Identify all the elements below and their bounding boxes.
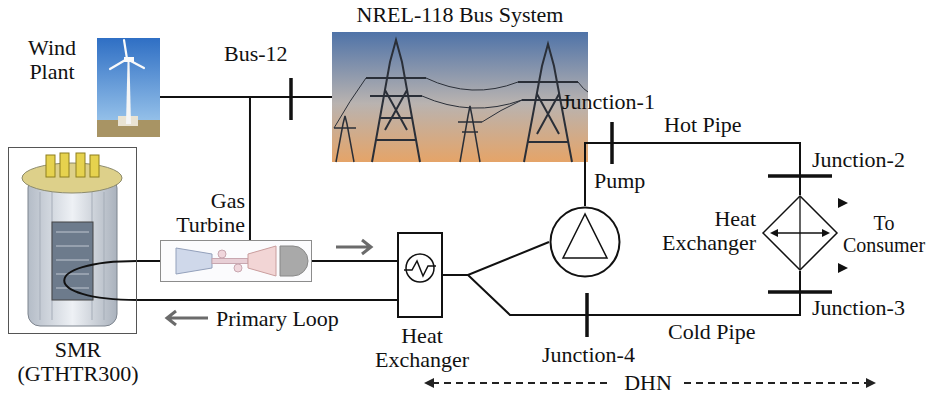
vessel-head [22, 163, 122, 193]
turbine-blades [110, 40, 144, 69]
combustor [234, 264, 242, 272]
turbine-stage [248, 246, 276, 276]
reactor-core [52, 222, 93, 300]
pipe-label: Hot Pipe [664, 113, 742, 137]
compressor [176, 248, 212, 274]
heat-exchanger-node: Heat Exchanger [397, 232, 443, 318]
exhaust [280, 246, 308, 276]
sky [97, 38, 160, 137]
primary-loop-bend [64, 261, 137, 300]
dusk-sky [332, 32, 588, 162]
diamond-outline [762, 195, 838, 271]
exchanger-diamond [763, 196, 837, 270]
node-caption: Wind Plant [12, 36, 92, 84]
dashed-arrow [432, 382, 612, 384]
junction-ticks [291, 78, 832, 337]
pipe-connector [443, 242, 549, 275]
gas-turbine-node: Gas Turbine [160, 240, 312, 282]
pipe-connector [137, 260, 160, 262]
loop-label: Primary Loop [216, 307, 339, 331]
arrow-head [866, 378, 876, 388]
pipe-connector [312, 260, 397, 262]
photo-ground [9, 148, 136, 333]
connectors [137, 97, 800, 315]
gas-turbine-illustration [161, 241, 311, 281]
pump-circle [551, 208, 620, 277]
junction-label: Junction-3 [812, 296, 905, 320]
core-blocks [56, 232, 89, 288]
vessel-ribs [40, 192, 104, 320]
node-caption: Gas Turbine [161, 189, 245, 237]
shaft [212, 259, 248, 264]
node-caption: NREL-118 Bus System [310, 3, 610, 27]
heat-exchanger-symbol [404, 254, 436, 282]
pump-triangle [563, 214, 607, 258]
power-grid-photo [332, 32, 588, 162]
pump-node: Pump [549, 206, 621, 278]
node-caption: Heat Exchanger [654, 207, 756, 255]
bus-label: Bus-12 [224, 42, 288, 66]
junction-label: Junction-1 [562, 90, 655, 114]
consumer-label: To Consumer [842, 212, 926, 256]
double-arrow-shaft [776, 232, 824, 233]
junction-label: Junction-4 [542, 343, 635, 367]
wind-plant-node: Wind Plant [97, 38, 160, 137]
power-wires [334, 78, 588, 128]
consumer-exchanger-node: Heat Exchanger [762, 195, 838, 271]
control-rod-nozzle [76, 153, 85, 177]
turbine-tower [126, 62, 131, 124]
junction-label: Junction-2 [812, 148, 905, 172]
exchanger-coil [404, 261, 436, 276]
smr-reactor-illustration [9, 148, 136, 333]
pipe-label: Cold Pipe [668, 320, 755, 344]
pipe-connector [585, 143, 800, 206]
node-caption: Pump [594, 169, 645, 193]
pipe-connector [137, 299, 397, 301]
bus-system-node: NREL-118 Bus System [332, 32, 588, 162]
reactor-vessel [28, 176, 117, 326]
node-caption: Heat Exchanger [362, 324, 482, 372]
pipe-connector [443, 271, 800, 315]
pylon [366, 40, 426, 162]
consumer-arrow-head [838, 263, 848, 273]
pylon [458, 106, 482, 162]
dashed-arrow [684, 382, 868, 384]
flow-arrow [336, 240, 371, 254]
circle-outline [549, 206, 621, 278]
turbine-ground [161, 241, 311, 281]
arrow-head [822, 229, 830, 237]
combustor [218, 250, 226, 258]
consumer-arrow-head [838, 198, 848, 208]
control-rod-nozzle [90, 155, 99, 177]
wind-plant-photo [97, 38, 160, 137]
flow-arrow [167, 311, 208, 325]
network-label: DHN [622, 371, 674, 395]
control-rod-nozzle [46, 155, 55, 177]
control-rod-nozzle [60, 153, 69, 177]
arrow-head [424, 378, 434, 388]
node-caption: SMR (GTHTR300) [3, 338, 153, 386]
smr-node: SMR (GTHTR300) [8, 147, 137, 334]
pipe-connector [250, 97, 332, 240]
bus-tick [289, 78, 293, 120]
arrow-head [770, 229, 778, 237]
